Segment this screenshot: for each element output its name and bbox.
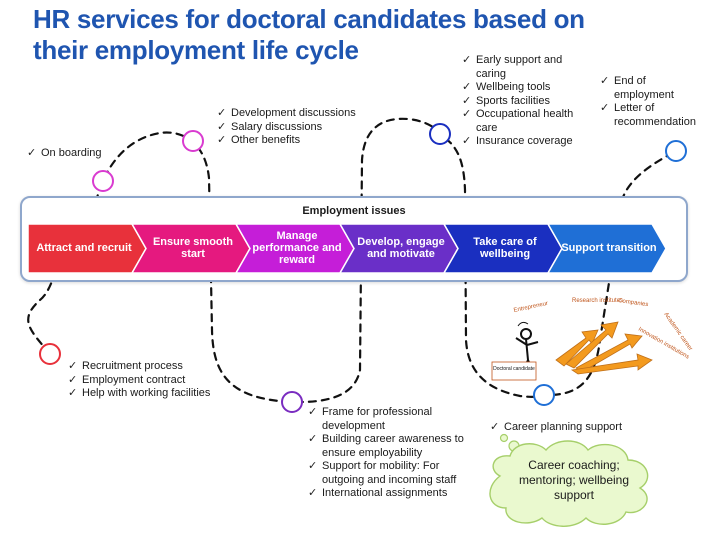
cloud-text: Career coaching; mentoring; wellbeing su… (518, 458, 630, 502)
title-line-2: their employment life cycle (33, 35, 359, 65)
stage-label-wellbeing: Take care of wellbeing (473, 236, 537, 260)
list-item: Support for mobility: For outgoing and i… (308, 460, 478, 487)
circle-marker-onboarding (92, 170, 114, 192)
cloud-shape (489, 440, 649, 527)
list-development: Development discussions Salary discussio… (217, 107, 377, 148)
circle-marker-recruit (39, 343, 61, 365)
list-recruitment: Recruitment process Employment contract … (68, 360, 238, 401)
list-item: On boarding (27, 147, 102, 161)
list-item: Occupational health care (462, 108, 590, 135)
page-title: HR services for doctoral candidates base… (33, 4, 585, 66)
stage-label-attract: Attract and recruit (36, 242, 132, 254)
circle-marker-wellbeing (429, 123, 451, 145)
circle-marker-end (665, 140, 687, 162)
employment-issues-label: Employment issues (302, 205, 406, 217)
illustration-option: Entrepreneur (513, 301, 549, 314)
list-item: Sports facilities (462, 95, 590, 109)
list-item: International assignments (308, 487, 478, 501)
list-item: Frame for professional development (308, 406, 478, 433)
list-item: Other benefits (217, 134, 377, 148)
list-on-boarding: On boarding (27, 147, 102, 161)
illustration-option: Companies (618, 298, 649, 308)
list-item: Wellbeing tools (462, 81, 590, 95)
list-item: Development discussions (217, 107, 377, 121)
list-professional-development: Frame for professional development Build… (308, 406, 478, 501)
list-item: Employment contract (68, 374, 238, 388)
list-item: Insurance coverage (462, 135, 590, 149)
list-item: Career planning support (490, 421, 640, 435)
stage-label-develop: Develop, engage and motivate (357, 236, 445, 260)
circle-marker-career (533, 384, 555, 406)
list-item: Letter of recommendation (600, 102, 708, 129)
circle-marker-development (182, 130, 204, 152)
doctoral-candidate-label: Doctoral candidate (493, 366, 535, 372)
cloud-bubble-small (499, 433, 509, 443)
list-item: Building career awareness to ensure empl… (308, 433, 478, 460)
circle-marker-professional (281, 391, 303, 413)
stage-label-ensure: Ensure smooth start (152, 236, 234, 260)
list-item: End of employment (600, 75, 708, 102)
doctoral-candidate-label-box (491, 361, 537, 381)
career-options-illustration: Entrepreneur Research institutes Compani… (491, 298, 693, 381)
stage-label-transition: Support transition (561, 242, 657, 254)
list-career: Career planning support (490, 421, 640, 435)
title-line-1: HR services for doctoral candidates base… (33, 4, 585, 34)
list-wellbeing: Early support and caring Wellbeing tools… (462, 54, 590, 149)
list-item: Salary discussions (217, 121, 377, 135)
illustration-option: Research institutes (572, 298, 623, 304)
list-item: Help with working facilities (68, 387, 238, 401)
list-item: Early support and caring (462, 54, 590, 81)
stage-chevron (546, 223, 667, 274)
list-item: Recruitment process (68, 360, 238, 374)
list-end-of-employment: End of employment Letter of recommendati… (600, 75, 708, 129)
stage-label-manage: Manage performance and reward (252, 230, 342, 266)
thought-cloud (489, 433, 649, 527)
branching-arrow-icon (555, 321, 653, 375)
